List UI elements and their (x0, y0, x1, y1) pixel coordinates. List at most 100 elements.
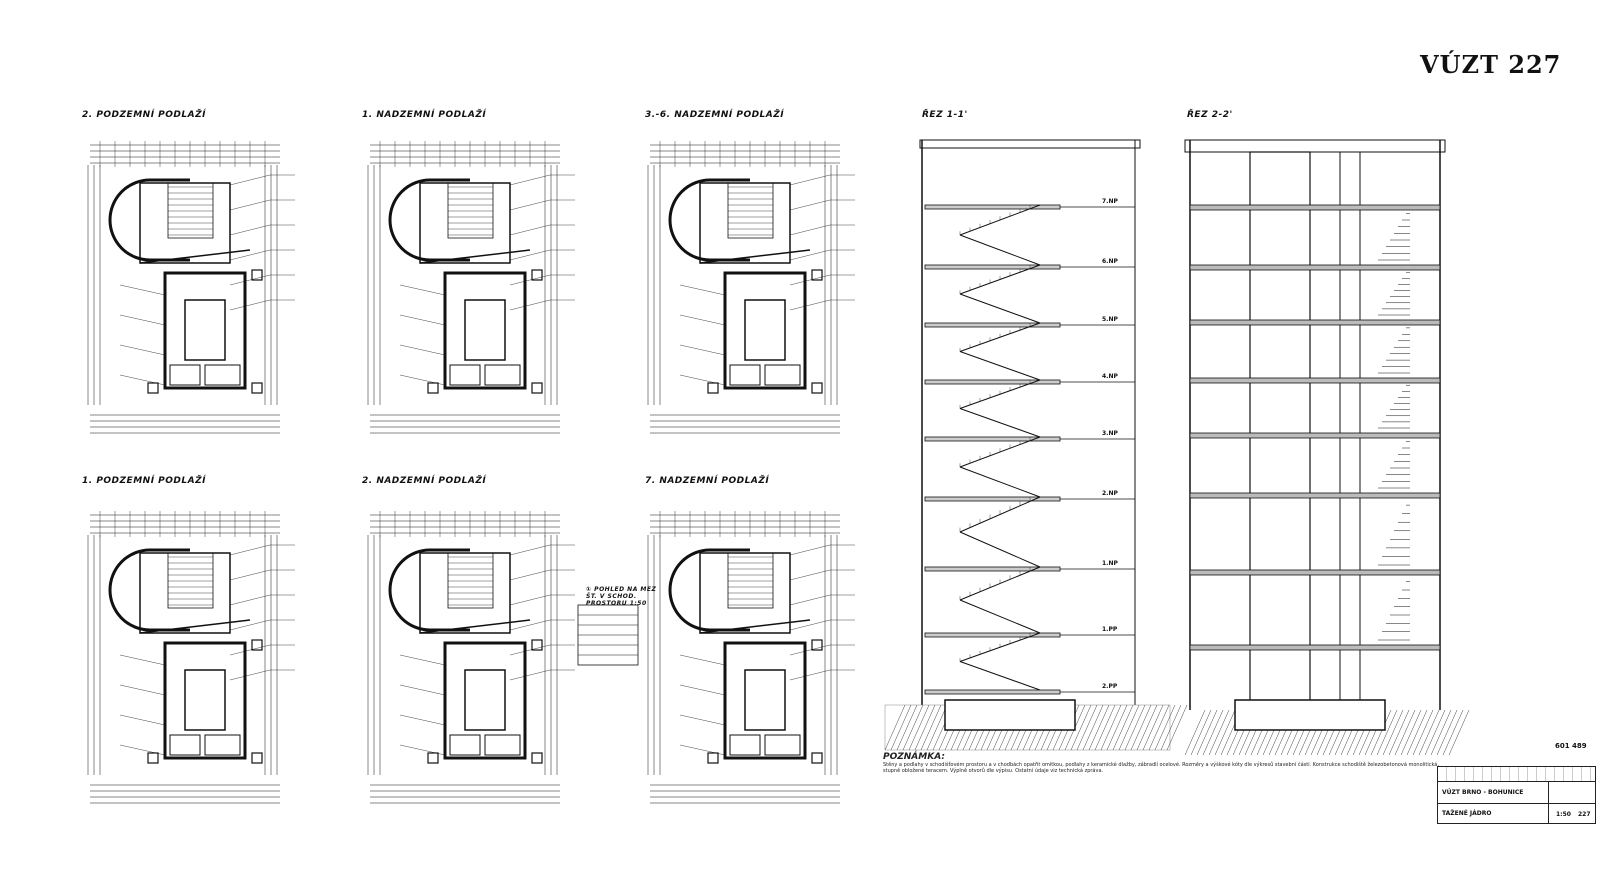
annotation-leader (789, 594, 831, 606)
core-outline (443, 271, 527, 390)
level-label: 3.NP (1102, 430, 1118, 437)
floor-slab (1189, 319, 1441, 326)
hatch-line (1196, 709, 1218, 756)
section-label-2: ŘEZ 2-2' (1187, 110, 1233, 120)
stair-flight-line (959, 293, 1041, 324)
annotation-leader (119, 684, 166, 696)
level-label: 7.NP (1102, 198, 1118, 205)
column (811, 639, 823, 651)
annotation-leader (509, 249, 551, 261)
room (764, 734, 801, 756)
annotation-leader (119, 374, 166, 386)
stair-curved-wall (668, 548, 750, 632)
annotation-leader (679, 654, 726, 666)
annotation-leader (789, 619, 831, 631)
title-block-divider (1438, 803, 1595, 804)
core-outline (443, 641, 527, 760)
column (427, 382, 439, 394)
hatch-line (1160, 704, 1182, 751)
column (531, 382, 543, 394)
annotation-leader (509, 199, 551, 211)
stair-flight-line (959, 351, 1041, 381)
stair-curved-wall (108, 178, 190, 262)
core-outline (163, 641, 247, 760)
detail-label: ① POHLED NA MEZ ŠT. V SCHOD. PROSTORU 1:… (586, 586, 657, 607)
annotation-leader (229, 224, 271, 236)
hatch-line (1100, 704, 1122, 751)
annotation-leader (399, 314, 446, 326)
annotation-leader (229, 174, 271, 186)
plan-label-1np: 1. NADZEMNÍ PODLAŽÍ (362, 110, 487, 120)
stair-flight-line (959, 599, 1041, 634)
hatch-line (1106, 704, 1128, 751)
roof-slab (919, 139, 1141, 149)
sheet-title: VÚZT 227 (1420, 50, 1562, 79)
corridor-wall (419, 249, 531, 264)
hatch-line (1370, 709, 1392, 756)
annotation-leader (119, 284, 166, 296)
hatch-line (1070, 704, 1092, 751)
hatch-line (902, 704, 924, 751)
hatch-line (1430, 709, 1452, 756)
column (707, 752, 719, 764)
level-label: 6.NP (1102, 258, 1118, 265)
annotation-leader (789, 274, 831, 286)
floor-slab (1189, 644, 1441, 651)
room (184, 669, 226, 731)
title-block-scale: 1:50 (1556, 811, 1571, 818)
annotation-leader (509, 224, 551, 236)
stair-hall (139, 182, 231, 264)
roof-slab (1184, 139, 1446, 153)
core-outline (163, 271, 247, 390)
hatch-line (1406, 709, 1428, 756)
hatch-line (1448, 709, 1470, 756)
annotation-leader (399, 284, 446, 296)
foundation-footing (944, 699, 1076, 731)
column (251, 382, 263, 394)
annotation-leader (679, 314, 726, 326)
hatch-line (1166, 704, 1188, 751)
annotation-leader (399, 374, 446, 386)
stair-flight (447, 182, 494, 239)
stair-curved-wall (668, 178, 750, 262)
corridor-wall (139, 619, 251, 634)
annotation-leader (119, 654, 166, 666)
annotation-leader (399, 344, 446, 356)
room (449, 734, 481, 756)
plan-label-7np: 7. NADZEMNÍ PODLAŽÍ (645, 476, 770, 486)
hatch-line (884, 704, 906, 751)
corridor-wall (699, 619, 811, 634)
corridor-wall (139, 249, 251, 264)
level-label: 2.PP (1102, 683, 1118, 690)
floor-slab (1189, 377, 1441, 384)
annotation-leader (229, 544, 271, 556)
annotation-leader (789, 299, 831, 311)
stair-hall (699, 182, 791, 264)
stair-curved-wall (388, 178, 470, 262)
title-block-drawing-name: TAŽENÉ JÁDRO (1442, 810, 1492, 817)
room (204, 734, 241, 756)
annotation-leader (509, 299, 551, 311)
hatch-line (1112, 704, 1134, 751)
hatch-line (1202, 709, 1224, 756)
room (464, 299, 506, 361)
hatch-line (1400, 709, 1422, 756)
hatch-line (1190, 709, 1212, 756)
title-block-divider (1548, 781, 1549, 823)
column (251, 639, 263, 651)
room (729, 364, 761, 386)
section-label-1: ŘEZ 1-1' (922, 110, 968, 120)
room (449, 364, 481, 386)
floor-slab (924, 689, 1061, 695)
hatch-line (1436, 709, 1458, 756)
title-block-sheet: 227 (1578, 811, 1591, 818)
corridor-wall (699, 249, 811, 264)
annotation-leader (789, 669, 831, 681)
stair-flight-line (959, 466, 1041, 498)
hatch-line (926, 704, 948, 751)
annotation-leader (789, 569, 831, 581)
core-outline (723, 641, 807, 760)
hatch-line (914, 704, 936, 751)
hatch-line (908, 704, 930, 751)
annotation-leader (789, 224, 831, 236)
